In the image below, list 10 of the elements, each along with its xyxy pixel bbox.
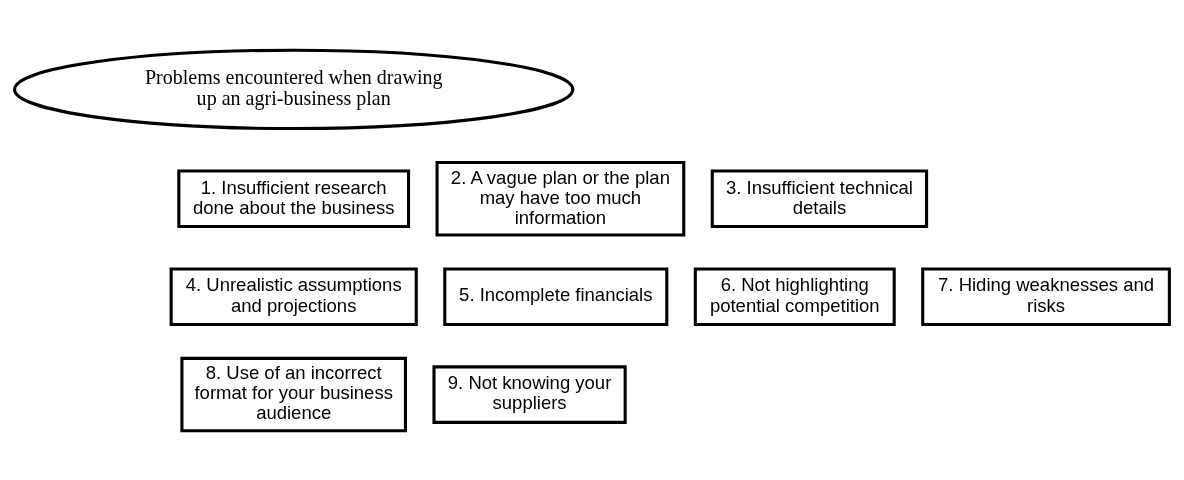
node-box: 1. Insufficient research done about the business (177, 169, 411, 228)
node-box: 8. Use of an incorrect format for your business audience (180, 356, 407, 432)
node-box: 5. Incomplete financials (443, 266, 669, 326)
node-box: 7. Hiding weaknesses and risks (921, 266, 1171, 326)
node-box: 2. A vague plan or the plan may have too much information (435, 160, 686, 237)
node-box: 6. Not highlighting potential competition (693, 266, 896, 326)
node-box: 9. Not knowing your suppliers (432, 364, 627, 424)
node-box: 3. Insufficient technical details (710, 169, 929, 228)
node-box: 4. Unrealistic assumptions and projections (169, 266, 418, 326)
node-ellipse: Problems encountered when drawing up an agri-business plan (13, 48, 575, 130)
